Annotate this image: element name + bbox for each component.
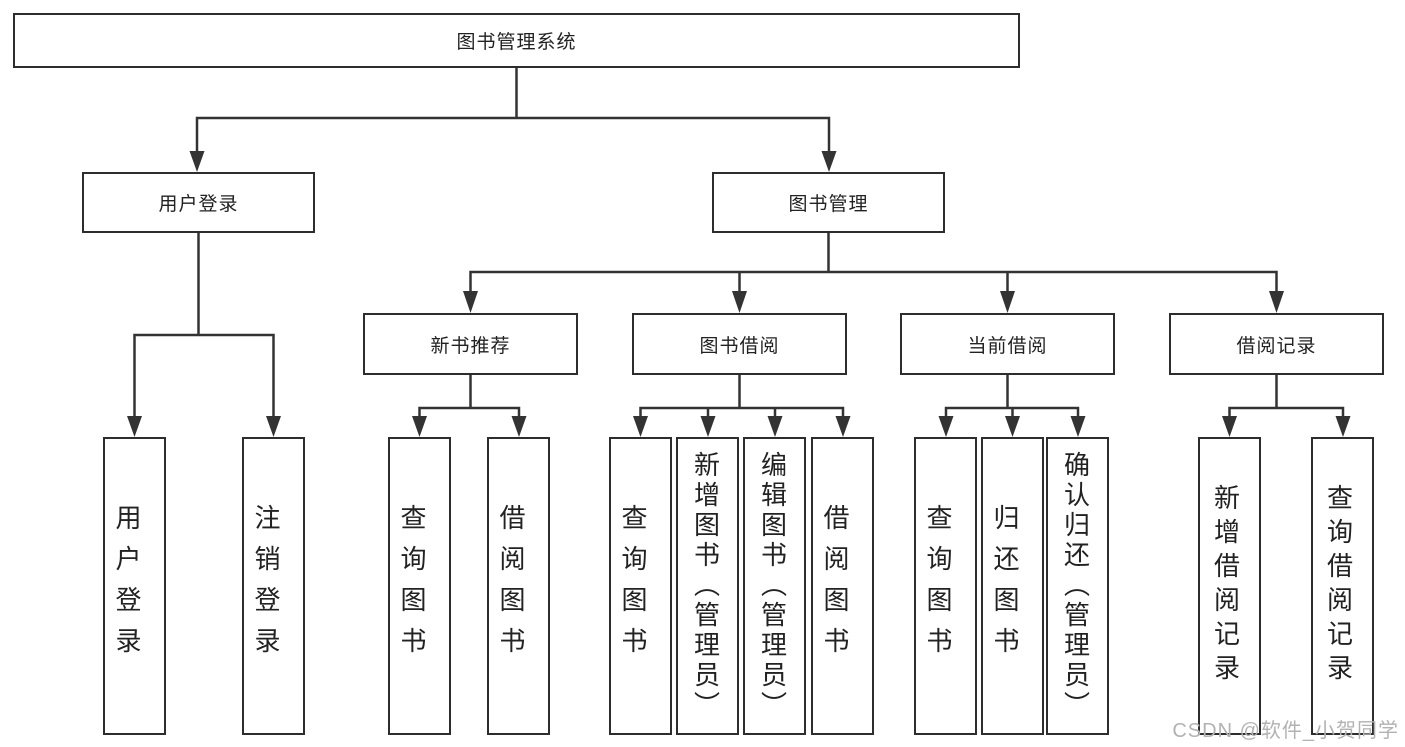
leaf-label: 用户登录: [112, 504, 142, 668]
leaf-add-book-admin: 新增图书（管理员）: [676, 437, 739, 735]
leaf-query-books-borrowing: 查询图书: [609, 437, 672, 735]
leaf-query-books-current: 查询图书: [914, 437, 977, 735]
node-label: 借阅记录: [1236, 335, 1317, 357]
leaf-borrow-books-borrowing: 借阅图书: [811, 437, 874, 735]
arrowhead: [412, 416, 427, 437]
arrowhead: [835, 416, 851, 437]
leaf-label: 新增借阅记录: [1210, 484, 1241, 688]
leaf-label: 编辑图书（管理员）: [757, 451, 788, 721]
leaf-confirm-return-admin: 确认归还（管理员）: [1046, 437, 1109, 735]
arrowhead: [938, 416, 954, 437]
leaf-query-borrow-record: 查询借阅记录: [1311, 437, 1374, 735]
leaf-label: 借阅图书: [820, 504, 850, 668]
arrowhead: [1335, 416, 1351, 437]
leaf-label: 查询图书: [923, 504, 953, 668]
arrowhead: [1269, 291, 1284, 313]
arrowhead: [821, 151, 837, 172]
arrowhead: [700, 416, 716, 437]
arrowhead: [1070, 416, 1086, 437]
arrowhead: [1222, 416, 1237, 437]
arrowhead: [1005, 416, 1020, 437]
node-book-borrowing: 图书借阅: [632, 313, 847, 375]
node-label: 新书推荐: [430, 335, 511, 357]
leaf-return-book: 归还图书: [981, 437, 1044, 735]
arrowhead: [127, 416, 142, 437]
csdn-watermark: CSDN @软件_小贺同学: [1172, 720, 1399, 742]
leaf-label: 查询借阅记录: [1323, 484, 1354, 688]
node-library-management-system: 图书管理系统: [13, 13, 1020, 68]
arrowhead: [266, 416, 281, 437]
node-new-book-recommend: 新书推荐: [363, 313, 578, 375]
leaf-logout: 注销登录: [242, 437, 305, 735]
leaf-user-login: 用户登录: [103, 437, 166, 735]
leaf-edit-book-admin: 编辑图书（管理员）: [743, 437, 806, 735]
node-user-login: 用户登录: [82, 172, 315, 233]
leaf-label: 查询图书: [618, 504, 648, 668]
arrowheads: [127, 151, 1351, 437]
leaf-add-borrow-record: 新增借阅记录: [1198, 437, 1261, 735]
arrowhead: [767, 416, 783, 437]
arrowhead: [633, 416, 648, 437]
leaf-label: 归还图书: [990, 504, 1020, 668]
node-label: 图书管理系统: [456, 32, 577, 53]
arrowhead: [511, 416, 527, 437]
leaf-borrow-books-recommend: 借阅图书: [487, 437, 550, 735]
leaf-label: 注销登录: [251, 504, 281, 668]
leaf-label: 查询图书: [397, 504, 427, 668]
leaf-label: 新增图书（管理员）: [690, 451, 721, 721]
arrowhead: [1000, 291, 1015, 313]
node-book-management: 图书管理: [712, 172, 945, 233]
arrowhead: [463, 291, 478, 313]
node-label: 用户登录: [158, 194, 239, 215]
leaf-label: 借阅图书: [496, 504, 526, 668]
node-label: 当前借阅: [967, 335, 1048, 357]
node-current-borrowing: 当前借阅: [900, 313, 1115, 375]
node-label: 图书管理: [788, 194, 869, 215]
node-label: 图书借阅: [699, 335, 780, 357]
arrowhead: [189, 151, 205, 172]
arrowhead: [732, 291, 747, 313]
leaf-query-books-recommend: 查询图书: [388, 437, 451, 735]
leaf-label: 确认归还（管理员）: [1060, 451, 1091, 721]
node-borrowing-records: 借阅记录: [1169, 313, 1384, 375]
tree-edges: [133, 66, 1345, 421]
